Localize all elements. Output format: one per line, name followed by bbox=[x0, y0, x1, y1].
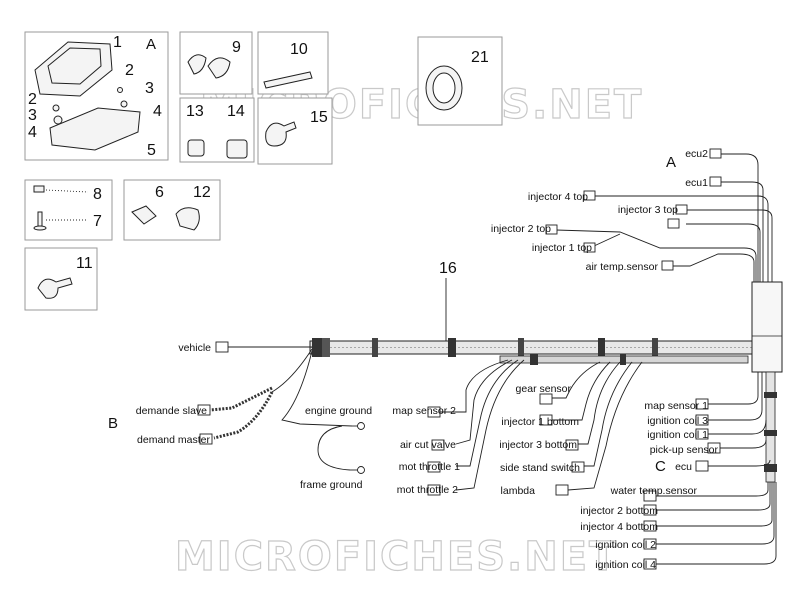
part-number-8: 8 bbox=[93, 186, 102, 203]
part-number-16: 16 bbox=[439, 260, 457, 277]
label-frame-ground: frame ground bbox=[300, 479, 363, 491]
label-map-sensor1: map sensor 1 bbox=[644, 400, 708, 412]
part-number-9: 9 bbox=[232, 39, 241, 56]
right-lower-wiring bbox=[656, 372, 777, 565]
label-water-temp-sensor: water temp.sensor bbox=[610, 485, 698, 497]
part-number-2-right: 2 bbox=[125, 62, 134, 79]
label-ignition-coil1: ignition coil 1 bbox=[647, 429, 708, 441]
part-number-2-left: 2 bbox=[28, 91, 37, 108]
label-injector3-bottom: injector 3 bottom bbox=[499, 439, 577, 451]
label-injector1-top: injector 1 top bbox=[532, 242, 592, 254]
label-ecu: ecu bbox=[675, 461, 692, 473]
watermark-bottom: MICROFICHES.NET bbox=[175, 534, 618, 580]
box-part-11: 11 bbox=[24, 247, 98, 311]
label-ignition-coil2: ignition coil 2 bbox=[595, 539, 656, 551]
part-number-3-left: 3 bbox=[28, 107, 37, 124]
label-map-sensor2: map sensor 2 bbox=[392, 405, 456, 417]
label-mot-throttle1: mot throttle 1 bbox=[399, 461, 460, 473]
label-engine-ground: engine ground bbox=[305, 405, 372, 417]
part-number-11: 11 bbox=[76, 255, 93, 272]
part-number-12: 12 bbox=[193, 184, 211, 201]
part-number-10: 10 bbox=[290, 41, 308, 58]
connector-labels: ecu2 ecu1 injector 4 top injector 3 top … bbox=[136, 148, 719, 571]
part-number-4-left: 4 bbox=[28, 124, 37, 141]
box-ecu-assembly: 1 A 2 2 3 3 4 4 5 bbox=[24, 31, 169, 161]
label-pickup-sensor: pick-up sensor bbox=[650, 444, 719, 456]
label-injector4-bottom: injector 4 bottom bbox=[580, 521, 658, 533]
group-label-b: B bbox=[108, 415, 118, 432]
box-part-15: 15 bbox=[257, 97, 333, 165]
part-number-15: 15 bbox=[310, 109, 328, 126]
label-air-temp-sensor: air temp.sensor bbox=[586, 261, 659, 273]
label-injector4-top: injector 4 top bbox=[528, 191, 588, 203]
label-injector2-top: injector 2 top bbox=[491, 223, 551, 235]
part-number-6: 6 bbox=[155, 184, 164, 201]
label-injector1-bottom: injector 1 bottom bbox=[501, 416, 579, 428]
part-number-4-right: 4 bbox=[153, 103, 162, 120]
group-label-a: A bbox=[666, 154, 676, 171]
group-label-a-box: A bbox=[146, 36, 156, 53]
harness-part-16: 16 bbox=[309, 153, 783, 483]
label-ecu2: ecu2 bbox=[685, 148, 708, 160]
box-part-8-7: 8 7 bbox=[24, 179, 113, 241]
label-lambda: lambda bbox=[501, 485, 536, 497]
part-number-21: 21 bbox=[471, 49, 489, 66]
part-number-14: 14 bbox=[227, 103, 245, 120]
left-wiring bbox=[209, 346, 365, 474]
label-injector3-top: injector 3 top bbox=[618, 204, 678, 216]
part-number-5: 5 bbox=[147, 142, 156, 159]
part-number-13: 13 bbox=[186, 103, 204, 120]
box-part-13-14: 13 14 bbox=[179, 97, 255, 163]
label-side-stand-switch: side stand switch bbox=[500, 462, 580, 474]
connector-boxes bbox=[197, 148, 722, 570]
label-injector2-bottom: injector 2 bottom bbox=[580, 505, 658, 517]
label-ignition-coil3: ignition coil 3 bbox=[647, 415, 708, 427]
label-ecu1: ecu1 bbox=[685, 177, 708, 189]
part-number-1: 1 bbox=[113, 34, 122, 51]
label-demand-master: demand master bbox=[137, 434, 210, 446]
box-part-6-12: 6 12 bbox=[123, 179, 221, 241]
label-air-cut-valve: air cut valve bbox=[400, 439, 456, 451]
part-number-7: 7 bbox=[93, 213, 102, 230]
group-label-c: C bbox=[655, 458, 666, 475]
box-part-9: 9 bbox=[179, 31, 253, 95]
label-ignition-coil4: ignition coil 4 bbox=[595, 559, 656, 571]
label-gear-sensor: gear sensor bbox=[516, 383, 572, 395]
box-part-10: 10 bbox=[257, 31, 329, 95]
part-number-3-right: 3 bbox=[145, 80, 154, 97]
label-demande-slave: demande slave bbox=[136, 405, 207, 417]
label-vehicle: vehicle bbox=[178, 342, 211, 354]
label-mot-throttle2: mot throttle 2 bbox=[397, 484, 458, 496]
lower-branch-wiring bbox=[440, 359, 643, 491]
box-part-21: 21 bbox=[417, 36, 503, 126]
